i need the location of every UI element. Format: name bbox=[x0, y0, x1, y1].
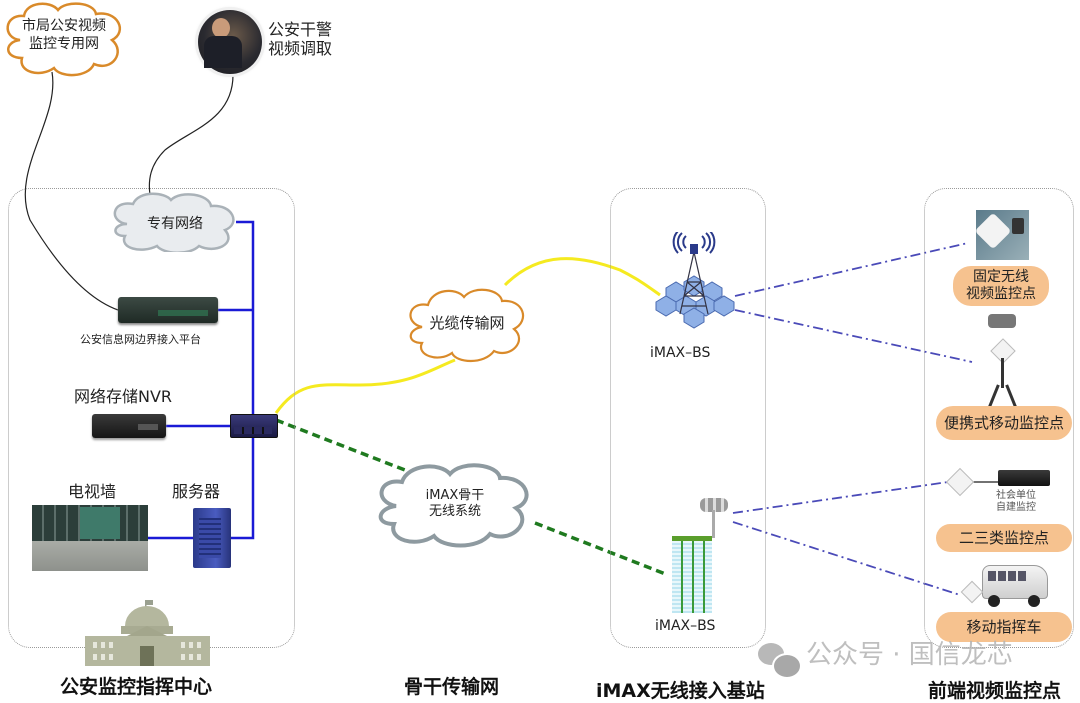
bs-antenna bbox=[700, 498, 728, 538]
base-stations-title: iMAX无线接入基站 bbox=[596, 680, 765, 702]
border-platform-device bbox=[118, 297, 218, 323]
portable-tripod-camera bbox=[976, 314, 1030, 410]
link-city-network-to-platform bbox=[24, 71, 119, 311]
fixed-point-line2: 视频监控点 bbox=[966, 286, 1036, 302]
lan-links bbox=[148, 220, 255, 540]
fiber-network-cloud-icon bbox=[409, 288, 525, 363]
imax-backbone-label: iMAX骨干 无线系统 bbox=[410, 488, 500, 521]
command-center-title: 公安监控指挥中心 bbox=[60, 676, 213, 698]
city-network-cloud-icon bbox=[6, 2, 122, 77]
link-bs-to-portable bbox=[734, 309, 973, 363]
officer-access-line2: 视频调取 bbox=[268, 39, 333, 59]
link-officer-to-private-cloud bbox=[148, 74, 234, 196]
network-switch bbox=[230, 414, 278, 438]
officer-photo bbox=[198, 10, 262, 74]
wechat-icon bbox=[758, 643, 802, 679]
social-unit-line1: 社会单位 bbox=[996, 490, 1036, 501]
city-network-line2: 监控专用网 bbox=[29, 35, 99, 52]
link-imax-backbone-2 bbox=[534, 521, 669, 577]
server-label: 服务器 bbox=[172, 482, 221, 501]
bs-top-label: iMAX–BS bbox=[650, 345, 711, 361]
fiber-network-label: 光缆传输网 bbox=[429, 314, 505, 332]
imax-backbone-line1: iMAX骨干 bbox=[425, 488, 485, 503]
tv-wall bbox=[32, 505, 148, 571]
link-imax-backbone-1 bbox=[275, 418, 411, 474]
city-network-label: 市局公安视频 监控专用网 bbox=[12, 18, 116, 53]
class23-point-pill: 二三类监控点 bbox=[936, 524, 1072, 552]
bs-bottom-label: iMAX–BS bbox=[655, 618, 716, 634]
base-station-tower-icon bbox=[655, 232, 735, 329]
backbone-title: 骨干传输网 bbox=[404, 676, 500, 698]
link-bs2-to-social bbox=[732, 481, 949, 514]
nvr-label: 网络存储NVR bbox=[74, 387, 173, 406]
front-end-title: 前端视频监控点 bbox=[928, 680, 1062, 702]
fixed-point-pill: 固定无线 视频监控点 bbox=[953, 266, 1049, 306]
tv-wall-label: 电视墙 bbox=[68, 482, 117, 501]
link-fiber bbox=[274, 358, 456, 414]
private-network-cloud-icon bbox=[113, 192, 235, 252]
social-unit-label: 社会单位 自建监控 bbox=[996, 490, 1036, 514]
fixed-camera-photo bbox=[974, 210, 1029, 260]
officer-access-label: 公安干警 视频调取 bbox=[268, 20, 332, 58]
watermark-text: 公众号 · 国信龙芯 bbox=[806, 640, 1013, 670]
portable-point-pill: 便携式移动监控点 bbox=[936, 406, 1072, 440]
imax-backbone-cloud-icon bbox=[378, 463, 529, 548]
mobile-command-pill: 移动指挥车 bbox=[936, 612, 1072, 642]
border-platform-label: 公安信息网边界接入平台 bbox=[80, 333, 201, 346]
mobile-command-vehicle bbox=[978, 563, 1052, 607]
city-network-line1: 市局公安视频 bbox=[22, 18, 106, 34]
zone-base-stations bbox=[610, 188, 766, 648]
nvr-device bbox=[92, 414, 166, 438]
zone-front-end bbox=[924, 188, 1074, 648]
link-cloud-to-bus bbox=[222, 220, 255, 540]
bs-building bbox=[672, 536, 712, 613]
fixed-point-line1: 固定无线 bbox=[973, 268, 1029, 285]
server-tower bbox=[193, 508, 231, 568]
social-unit-line2: 自建监控 bbox=[996, 502, 1036, 513]
social-unit-dvr bbox=[998, 470, 1050, 486]
private-network-label: 专有网络 bbox=[147, 216, 203, 232]
officer-access-line1: 公安干警 bbox=[268, 20, 333, 39]
command-center-building-icon bbox=[85, 600, 210, 666]
imax-backbone-line2: 无线系统 bbox=[428, 504, 481, 520]
